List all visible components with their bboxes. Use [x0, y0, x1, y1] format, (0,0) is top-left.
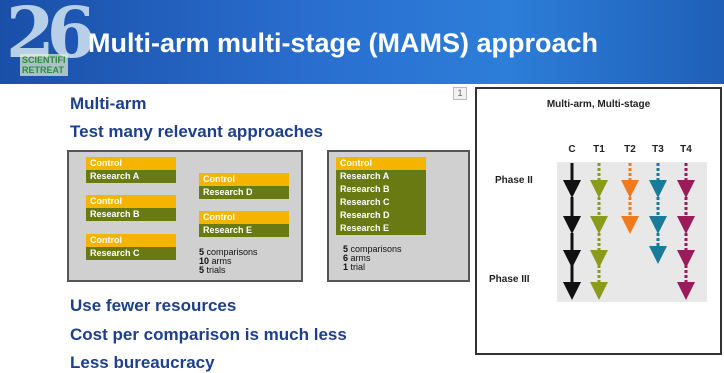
logo-text: SCIENTIFI RETREAT: [20, 54, 68, 76]
research-bar: Research D: [336, 209, 426, 222]
control-bar: Control: [86, 234, 176, 247]
control-bar: Control: [86, 157, 176, 170]
column-label: T3: [652, 144, 664, 155]
bullet-bureaucracy: Less bureaucracy: [70, 353, 215, 372]
arrows-graphic: [563, 163, 695, 300]
control-bar: Control: [199, 211, 289, 224]
bullet-multi-arm: Multi-arm: [70, 94, 147, 113]
bullet-cost: Cost per comparison is much less: [70, 325, 347, 344]
research-bar: Research C: [336, 196, 426, 209]
research-bar: Research A: [86, 170, 176, 183]
separate-trials-box: Control Research A Control Research B Co…: [67, 150, 303, 282]
research-bar: Research D: [199, 186, 289, 199]
summary-text: 5 comparisons 6 arms 1 trial: [343, 244, 402, 272]
column-label: C: [568, 144, 576, 155]
research-bar: Research C: [86, 247, 176, 260]
diagram-title: Multi-arm, Multi-stage: [546, 99, 651, 110]
page-marker: 1: [453, 87, 467, 100]
control-bar: Control: [336, 157, 426, 170]
phase-ii-label: Phase II: [495, 175, 533, 186]
control-bar: Control: [199, 173, 289, 186]
research-bar: Research E: [199, 224, 289, 237]
control-bar: Control: [86, 195, 176, 208]
title-banner: 26 SCIENTIFI RETREAT Multi-arm multi-sta…: [0, 0, 724, 84]
column-label: T2: [624, 144, 636, 155]
column-label: T4: [680, 144, 692, 155]
research-bar: Research E: [336, 222, 426, 235]
bullet-test-many: Test many relevant approaches: [70, 122, 323, 141]
mams-diagram: Multi-arm, Multi-stage C T1 T2 T3 T4 Pha…: [475, 87, 722, 355]
phase-iii-label: Phase III: [489, 274, 530, 285]
slide-title: Multi-arm multi-stage (MAMS) approach: [88, 28, 599, 58]
mams-trial-box: Control Research A Research B Research C…: [327, 150, 470, 282]
research-bar: Research A: [336, 170, 426, 183]
research-bar: Research B: [86, 208, 176, 221]
column-label: T1: [593, 144, 605, 155]
bullet-fewer-resources: Use fewer resources: [70, 296, 237, 315]
research-bar: Research B: [336, 183, 426, 196]
retreat-logo: 26 SCIENTIFI RETREAT: [6, 0, 95, 80]
summary-text: 5 comparisons 10 arms 5 trials: [199, 247, 258, 275]
